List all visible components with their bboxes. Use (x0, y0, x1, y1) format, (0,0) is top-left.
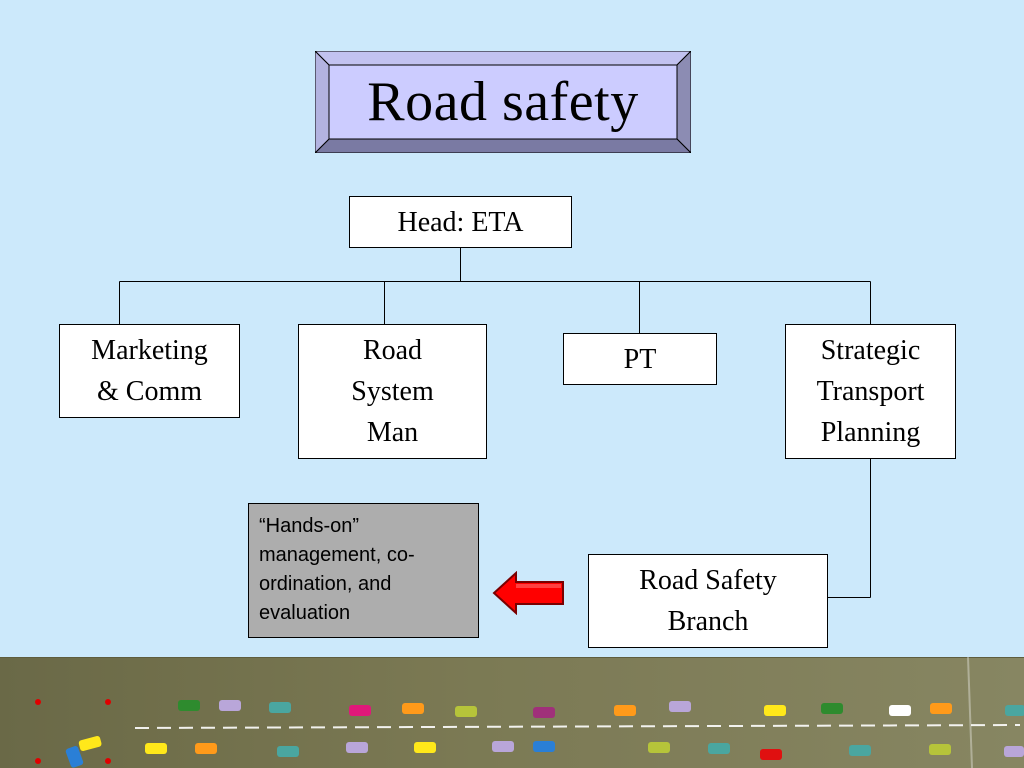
car-icon (760, 749, 782, 760)
strategic-transport-planning-label: Strategic Transport Planning (816, 335, 925, 448)
car-icon (764, 705, 786, 716)
car-icon (414, 742, 436, 753)
head-eta-box: Head: ETA (349, 196, 572, 248)
car-icon (930, 703, 952, 714)
car-icon (195, 743, 217, 754)
road-safety-branch-label: Road Safety Branch (639, 565, 777, 637)
road-safety-branch-box: Road Safety Branch (588, 554, 828, 648)
car-icon (178, 700, 200, 711)
page-title: Road safety (367, 71, 639, 133)
plaque-bevel-frame (315, 51, 691, 153)
car-icon (145, 743, 167, 754)
road-system-man-box: Road System Man (298, 324, 487, 459)
car-icon (65, 746, 84, 768)
marketing-comm-label: Marketing & Comm (91, 335, 208, 407)
pt-box: PT (563, 333, 717, 385)
marker-dot (105, 699, 111, 705)
car-icon (648, 742, 670, 753)
marker-dot (105, 758, 111, 764)
car-icon (1005, 705, 1024, 716)
car-icon (849, 745, 871, 756)
marker-dot (35, 699, 41, 705)
head-eta-label: Head: ETA (397, 206, 524, 238)
strategic-transport-planning-box: Strategic Transport Planning (785, 324, 956, 459)
hands-on-note: “Hands-on” management, co- ordination, a… (248, 503, 479, 638)
car-icon (269, 702, 291, 713)
car-icon (929, 744, 951, 755)
title-plaque: Road safety (315, 51, 691, 153)
car-icon (402, 703, 424, 714)
left-arrow-icon (492, 571, 564, 615)
car-icon (492, 741, 514, 752)
car-icon (219, 700, 241, 711)
car-icon (533, 707, 555, 718)
marker-dot (35, 758, 41, 764)
marketing-comm-box: Marketing & Comm (59, 324, 240, 418)
pt-label: PT (623, 343, 657, 375)
car-icon (889, 705, 911, 716)
road-illustration (0, 657, 1024, 768)
car-icon (821, 703, 843, 714)
car-icon (455, 706, 477, 717)
car-icon (708, 743, 730, 754)
car-icon (277, 746, 299, 757)
road-system-man-label: Road System Man (351, 335, 434, 448)
car-icon (346, 742, 368, 753)
car-icon (1004, 746, 1024, 757)
car-icon (349, 705, 371, 716)
car-icon (533, 741, 555, 752)
car-icon (614, 705, 636, 716)
car-icon (669, 701, 691, 712)
car-icon (78, 735, 102, 751)
